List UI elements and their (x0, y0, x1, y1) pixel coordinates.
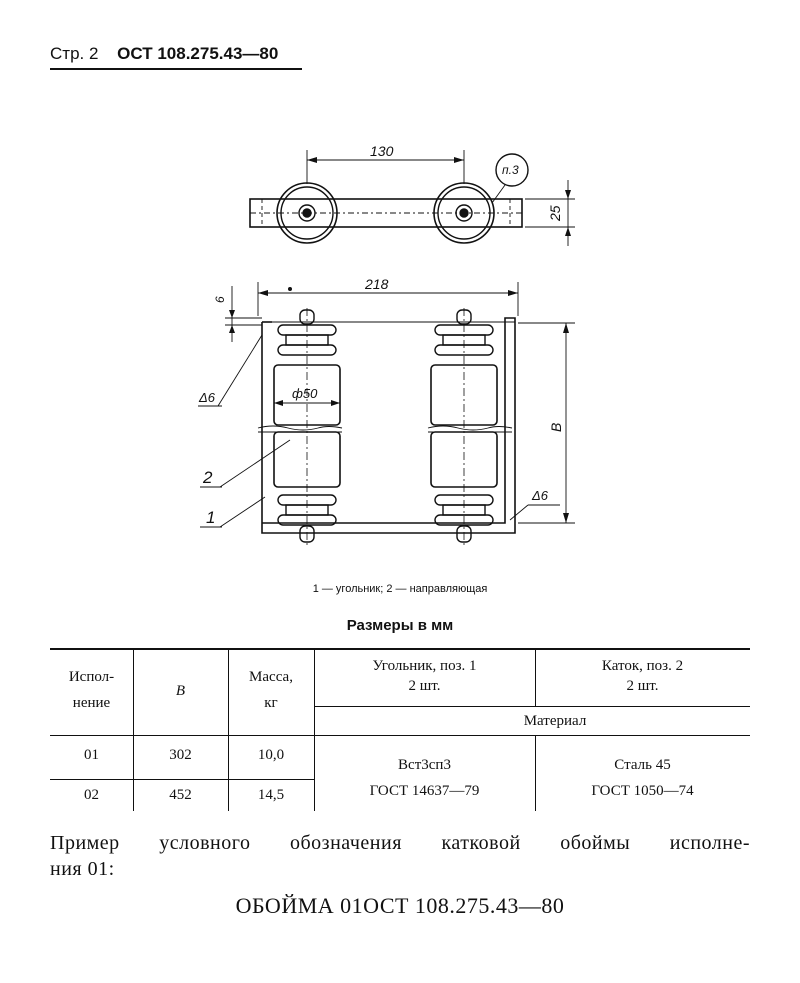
roller-material-standard: ГОСТ 1050—74 (591, 783, 694, 799)
header-variant-line1: Испол- (68, 669, 115, 685)
header-mass: Масса, кг (228, 667, 314, 713)
position-2-label: 2 (202, 468, 213, 487)
technical-drawing: 130 25 п.3 218 6 ф50 В Δ6 Δ6 2 1 (198, 143, 575, 545)
figure-caption: 1 — угольник; 2 — направляющая (312, 583, 488, 595)
dim-phi50: ф50 (292, 386, 318, 401)
header-roller: Каток, поз. 2 2 шт. (535, 656, 750, 696)
header-underline (50, 68, 302, 70)
table-col-rule-5 (535, 735, 536, 811)
dim-25: 25 (547, 205, 563, 222)
dim-130: 130 (370, 143, 394, 159)
dim-B: В (548, 423, 564, 432)
header-angle: Угольник, поз. 1 2 шт. (314, 656, 535, 696)
table-col-rule-1 (133, 648, 134, 811)
weld-left-label: Δ6 (198, 390, 216, 405)
table-material-rule (314, 706, 750, 707)
header-mass-line2: кг (264, 695, 278, 711)
header-angle-line1: Угольник, поз. 1 (372, 658, 477, 674)
header-mass-line1: Масса, (249, 669, 293, 685)
angle-material: Вст3сп3 ГОСТ 14637—79 (314, 755, 535, 801)
roller-material-grade: Сталь 45 (614, 757, 671, 773)
ref-p3: п.3 (502, 163, 519, 177)
table-title: Размеры в мм (346, 617, 454, 634)
table-header-rule (50, 735, 750, 736)
example-paragraph-line2: ния 01: (50, 858, 115, 880)
table-col-rule-2 (228, 648, 229, 811)
header-angle-line2: 2 шт. (408, 678, 441, 694)
weld-right-label: Δ6 (531, 488, 549, 503)
position-1-label: 1 (206, 508, 215, 527)
table-col-rule-3 (314, 648, 315, 811)
row2-variant: 02 (84, 787, 99, 803)
front-view (198, 282, 575, 545)
roller-material: Сталь 45 ГОСТ 1050—74 (535, 755, 750, 801)
table-top-rule (50, 648, 750, 650)
row2-mass: 14,5 (257, 787, 285, 803)
designation-example: ОБОЙМА 01ОСТ 108.275.43—80 (235, 893, 565, 918)
example-paragraph-line1: Пример условного обозначения катковой об… (50, 832, 750, 854)
row2-B: 452 (169, 787, 192, 803)
row1-B: 302 (169, 747, 192, 763)
standard-number: ОСТ 108.275.43—80 (117, 44, 279, 63)
roller-left (273, 309, 341, 543)
header-material: Материал (523, 713, 587, 729)
table-col-rule-4 (535, 648, 536, 706)
table-row-rule (50, 779, 314, 780)
angle-material-grade: Вст3сп3 (398, 757, 451, 773)
dim-218: 218 (364, 276, 389, 292)
dim-6: 6 (213, 296, 227, 303)
angle-material-standard: ГОСТ 14637—79 (369, 783, 480, 799)
header-variant-line2: нение (72, 695, 111, 711)
header-roller-line2: 2 шт. (626, 678, 659, 694)
header-variant: Испол- нение (50, 667, 133, 713)
header-roller-line1: Каток, поз. 2 (601, 658, 684, 674)
page-number: Стр. 2 (50, 44, 99, 63)
row1-variant: 01 (84, 747, 99, 763)
page-header: Стр. 2 ОСТ 108.275.43—80 (50, 44, 278, 64)
top-view (249, 150, 575, 246)
header-B: В (175, 683, 186, 699)
row1-mass: 10,0 (257, 747, 285, 763)
